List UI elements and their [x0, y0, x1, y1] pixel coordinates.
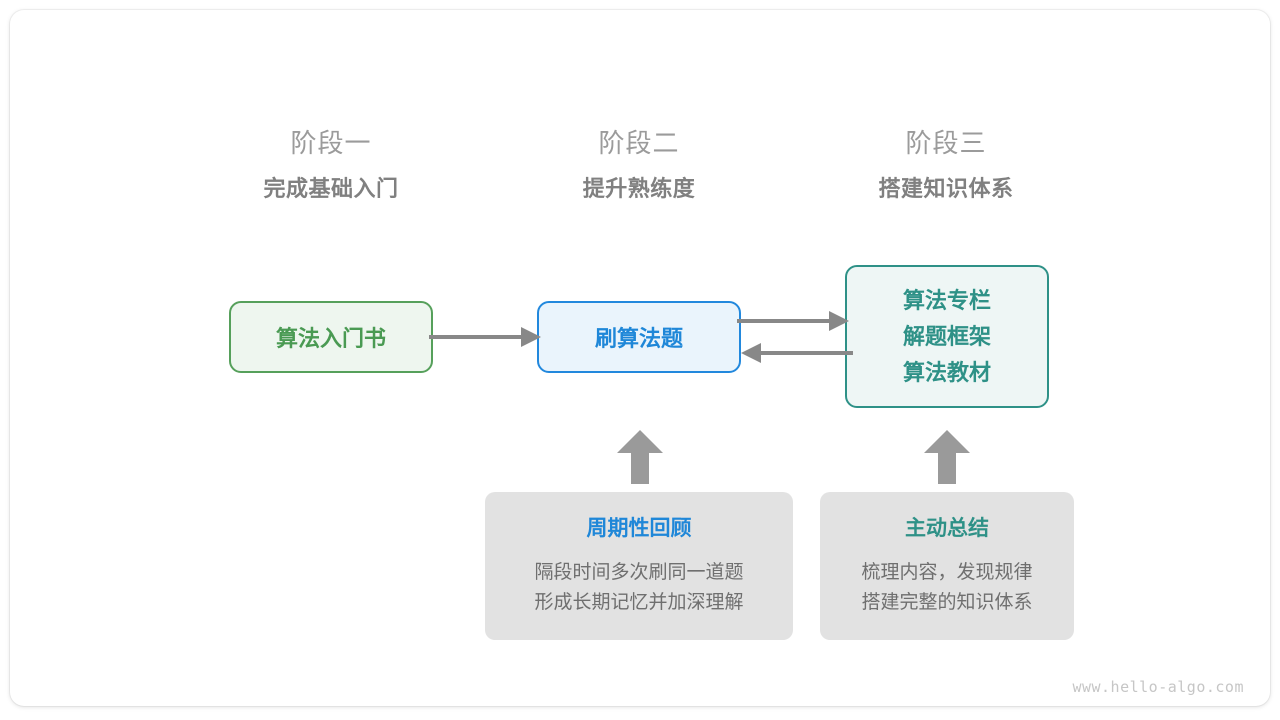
stage-header-3: 阶段三 搭建知识体系 — [816, 126, 1076, 206]
stage-number-1: 阶段一 — [290, 128, 372, 158]
card-active-summary-title: 主动总结 — [905, 517, 989, 540]
arrow-review-to-practice — [617, 430, 663, 484]
node-practice-problems-label: 刷算法题 — [594, 326, 683, 351]
card-periodic-review-line-2: 形成长期记忆并加深理解 — [534, 592, 744, 613]
card-active-summary-body: 梳理内容，发现规律 搭建完整的知识体系 — [820, 558, 1074, 618]
stage-number-3: 阶段三 — [905, 128, 987, 158]
arrow-summary-to-knowledge — [924, 430, 970, 484]
node-knowledge-system[interactable]: 算法专栏 解题框架 算法教材 — [845, 265, 1049, 408]
card-active-summary-line-1: 梳理内容，发现规律 — [861, 562, 1033, 583]
arrow-practice-to-knowledge — [737, 311, 849, 331]
card-active-summary-line-2: 搭建完整的知识体系 — [861, 592, 1033, 613]
node-knowledge-line-3: 算法教材 — [902, 359, 991, 385]
node-practice-problems[interactable]: 刷算法题 — [537, 301, 741, 373]
stage-header-1: 阶段一 完成基础入门 — [201, 126, 461, 206]
node-algorithm-book-label: 算法入门书 — [275, 326, 386, 351]
card-periodic-review-title: 周期性回顾 — [586, 517, 692, 540]
stage-header-2: 阶段二 提升熟练度 — [509, 126, 769, 206]
card-periodic-review-body: 隔段时间多次刷同一道题 形成长期记忆并加深理解 — [485, 558, 793, 618]
card-active-summary[interactable]: 主动总结 梳理内容，发现规律 搭建完整的知识体系 — [820, 492, 1074, 640]
card-periodic-review-line-1: 隔段时间多次刷同一道题 — [534, 562, 744, 583]
node-knowledge-line-1: 算法专栏 — [902, 287, 991, 313]
card-periodic-review[interactable]: 周期性回顾 隔段时间多次刷同一道题 形成长期记忆并加深理解 — [485, 492, 793, 640]
stage-title-3: 搭建知识体系 — [878, 176, 1014, 201]
stage-title-2: 提升熟练度 — [582, 176, 696, 201]
watermark: www.hello-algo.com — [1072, 678, 1244, 696]
stage-number-2: 阶段二 — [598, 128, 680, 158]
arrow-book-to-practice — [429, 327, 541, 347]
node-knowledge-line-2: 解题框架 — [902, 323, 991, 349]
arrow-knowledge-to-practice — [741, 343, 853, 363]
stage-title-1: 完成基础入门 — [263, 176, 399, 201]
node-algorithm-book[interactable]: 算法入门书 — [229, 301, 433, 373]
